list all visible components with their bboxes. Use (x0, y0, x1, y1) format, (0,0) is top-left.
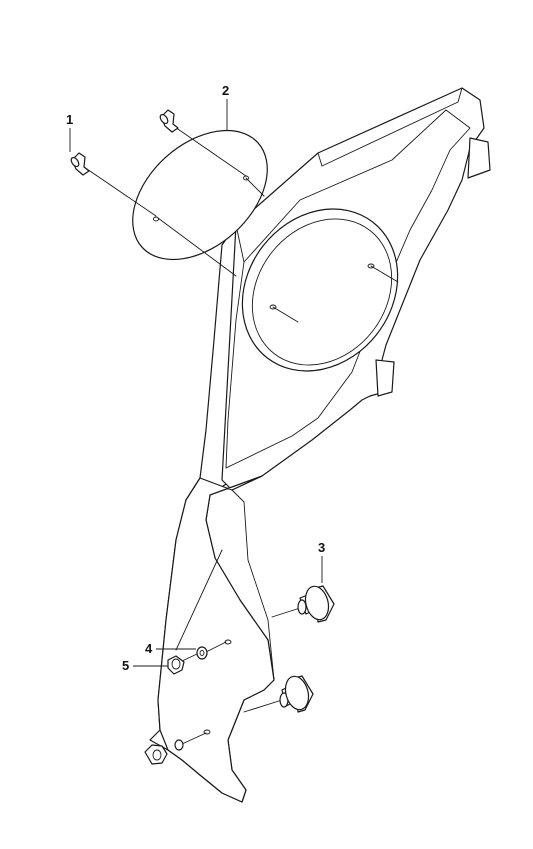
washer[interactable] (196, 641, 227, 660)
rivet-1-lower[interactable] (70, 152, 157, 217)
callout-4-label: 4 (145, 641, 153, 656)
callout-2: 2 (222, 83, 229, 130)
nut-upper[interactable] (167, 653, 198, 675)
nut-lower-with-washer[interactable] (144, 732, 207, 765)
guard-housing (149, 87, 491, 803)
rubber-mount-upper[interactable] (271, 584, 335, 623)
callout-2-label: 2 (222, 83, 229, 98)
callout-3-label: 3 (318, 540, 325, 555)
callout-5: 5 (122, 658, 168, 673)
boss-hole-lower (269, 304, 277, 310)
disc-hole-left (153, 216, 159, 222)
callout-4: 4 (145, 641, 196, 656)
callout-3: 3 (318, 540, 325, 583)
rivet-1-upper[interactable] (159, 109, 247, 177)
callout-1: 1 (66, 112, 73, 152)
callout-1-label: 1 (66, 112, 73, 127)
rubber-mount-lower[interactable] (243, 674, 314, 713)
callout-5-label: 5 (122, 658, 129, 673)
boss-hole-upper (367, 263, 375, 269)
cover-disc[interactable] (108, 105, 292, 285)
